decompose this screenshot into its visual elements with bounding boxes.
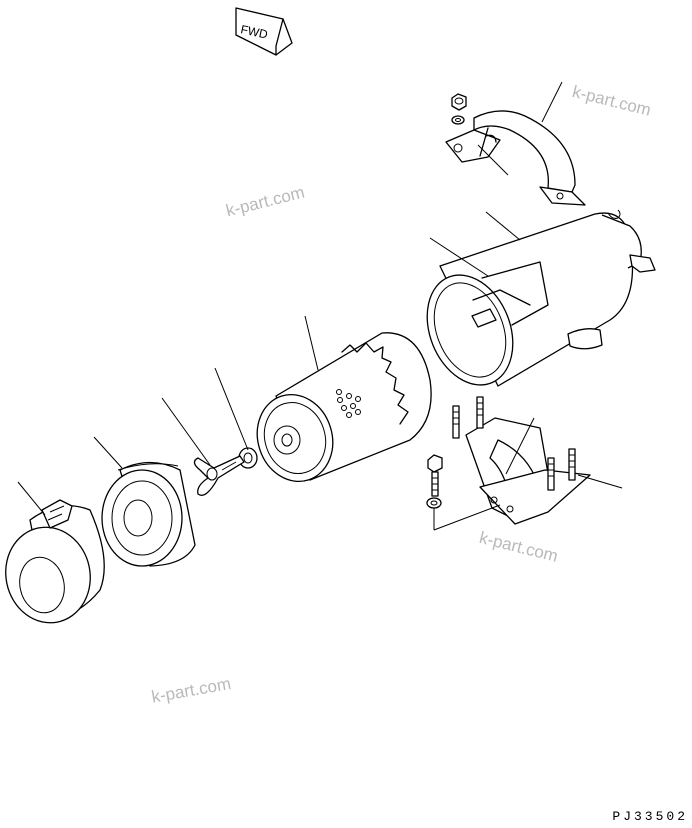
upper-mounting-band [445, 110, 586, 206]
bracket-stud-bolts [452, 396, 576, 491]
air-cleaner-body [426, 209, 656, 387]
filter-element [256, 332, 432, 483]
outer-cap [5, 499, 105, 624]
lower-washer [426, 497, 442, 509]
upper-nut [451, 93, 467, 111]
wing-nut [193, 455, 245, 496]
fwd-label: FWD [239, 22, 269, 41]
leader-lines [17, 81, 623, 531]
fwd-direction-tag: FWD [235, 7, 293, 56]
upper-washer [451, 115, 465, 125]
drawing-code: PJ33502 [612, 809, 688, 824]
inner-cover [101, 461, 196, 567]
lower-bolt [427, 454, 443, 497]
